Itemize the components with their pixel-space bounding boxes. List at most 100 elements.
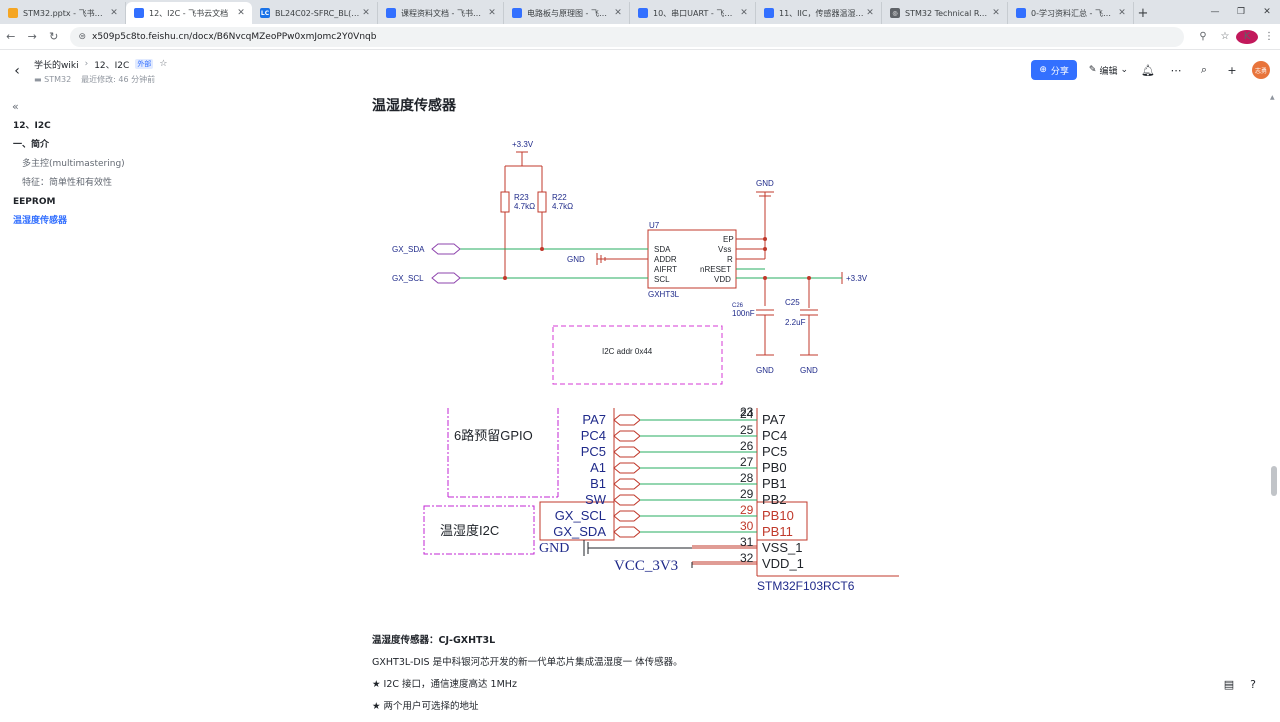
table-of-contents: « 12、I2C 一、简介多主控(multimastering) 特征：简单性和有效… <box>0 100 200 231</box>
tab-close-icon[interactable]: ✕ <box>614 8 622 18</box>
toc-item[interactable]: 一、简介 <box>13 140 50 150</box>
notification-bell-icon[interactable]: 🔔︎ <box>1141 63 1155 77</box>
scrollbar-thumb[interactable] <box>1271 466 1277 496</box>
u7-label: U7 <box>649 221 660 230</box>
pin-scl: SCL <box>654 275 670 284</box>
pin-aifrt: AIFRT <box>654 265 677 274</box>
tab-favicon-icon <box>638 8 648 18</box>
pin-number: 27 <box>740 455 754 469</box>
body-text: 温湿度传感器：CJ-GXHT3L GXHT3L-DIS 是中科银河芯开发的新一代… <box>372 634 932 722</box>
minimize-icon[interactable]: — <box>1210 7 1220 17</box>
browser-tab[interactable]: 12、I2C - 飞书云文档✕ <box>126 2 252 24</box>
i2c-box-label: 温湿度I2C <box>440 523 499 538</box>
help-icon[interactable]: ? <box>1250 678 1256 691</box>
breadcrumb-wiki[interactable]: 学长的wiki <box>34 60 79 71</box>
tab-close-icon[interactable]: ✕ <box>237 8 245 18</box>
folder-label[interactable]: ▬ STM32 <box>34 74 72 84</box>
favorite-star-icon[interactable]: ☆ <box>159 59 168 69</box>
tab-close-icon[interactable]: ✕ <box>992 8 1000 18</box>
browser-tab[interactable]: 0-学习资料汇总 - 飞书云文档✕ <box>1008 2 1134 24</box>
pin-vdd: VDD <box>714 275 731 284</box>
toc-item[interactable]: 温湿度传感器 <box>13 216 68 226</box>
browser-tab-bar: STM32.pptx - 飞书云文档✕12、I2C - 飞书云文档✕LCBL24… <box>0 0 1280 24</box>
c26-value: 100nF <box>732 309 755 318</box>
share-button[interactable]: ⊕ 分享 <box>1031 60 1077 80</box>
r23-label: R23 <box>514 193 529 202</box>
tab-close-icon[interactable]: ✕ <box>740 8 748 18</box>
toc-item[interactable]: EEPROM <box>13 197 56 207</box>
browser-tab[interactable]: 10、串口UART - 飞书云文档✕ <box>630 2 756 24</box>
search-icon[interactable]: ⌕ <box>1200 63 1208 76</box>
gnd-net-label: GND <box>539 541 569 556</box>
bullet-i2c-interface: ★ I2C 接口，通信速度高达 1MHz <box>372 679 517 690</box>
tab-close-icon[interactable]: ✕ <box>488 8 496 18</box>
pin-r: R <box>727 255 733 264</box>
c25-label: C25 <box>785 298 800 307</box>
tab-close-icon[interactable]: ✕ <box>1118 8 1126 18</box>
net-label: PC4 <box>581 428 606 443</box>
site-info-icon[interactable]: ⊜ <box>78 31 86 42</box>
close-window-icon[interactable]: ✕ <box>1263 7 1271 17</box>
tab-close-icon[interactable]: ✕ <box>362 8 370 18</box>
restore-icon[interactable]: ❐ <box>1236 7 1246 17</box>
zoom-search-icon[interactable]: ⚲ <box>1199 31 1207 42</box>
net-port-icon <box>613 526 641 538</box>
r22-value: 4.7kΩ <box>552 202 573 211</box>
edit-mode-button[interactable]: ✎ 编辑 ⌄ <box>1088 65 1128 77</box>
toc-item[interactable]: 特征：简单性和有效性 <box>22 178 113 188</box>
breadcrumb-doc-title[interactable]: 12、I2C <box>94 60 130 71</box>
collapse-toc-icon[interactable]: « <box>12 100 19 113</box>
back-icon[interactable]: ← <box>6 30 16 43</box>
doc-outline-icon[interactable]: ▤ <box>1223 678 1235 691</box>
mcu-pin-name: VDD_1 <box>762 556 804 571</box>
mcu-pin-name: PC4 <box>762 428 787 443</box>
gnd-top-label: GND <box>756 179 774 188</box>
browser-tab[interactable]: 11、IIC，传感器温湿度 - 飞书✕ <box>756 2 882 24</box>
external-badge: 外部 <box>135 59 154 69</box>
pin-number: 26 <box>740 439 754 453</box>
add-icon[interactable]: + <box>1227 63 1237 77</box>
mcu-pin-name: PB11 <box>762 524 793 539</box>
mcu-pin-name: PA7 <box>762 412 786 427</box>
net-port-icon <box>613 446 641 458</box>
forward-icon[interactable]: → <box>27 30 37 43</box>
gx-scl-label: GX_SCL <box>392 274 424 283</box>
browser-menu-icon[interactable]: ⋮ <box>1264 31 1274 42</box>
vcc-net-label: VCC_3V3 <box>614 558 678 574</box>
pin-ep: EP <box>723 235 734 244</box>
tab-favicon-icon <box>386 8 396 18</box>
browser-tab[interactable]: 课程资料文档 - 飞书云文档✕ <box>378 2 504 24</box>
tab-close-icon[interactable]: ✕ <box>110 8 118 18</box>
tab-title: 电路板与原理图 - 飞书云文档 <box>527 8 613 18</box>
tab-close-icon[interactable]: ✕ <box>866 8 874 18</box>
url-input[interactable]: ⊜ x509p5c8to.feishu.cn/docx/B6NvcqMZeoPP… <box>70 26 1184 47</box>
breadcrumb: 学长的wiki › 12、I2C 外部 ☆ ▬ STM32 最近修改: 46 分… <box>34 58 167 85</box>
toc-item[interactable]: 12、I2C <box>13 121 51 131</box>
browser-tab[interactable]: STM32.pptx - 飞书云文档✕ <box>0 2 126 24</box>
page-scrollbar[interactable]: ▲ <box>1270 92 1278 720</box>
pin-number: 24 <box>740 407 754 421</box>
browser-tab[interactable]: 电路板与原理图 - 飞书云文档✕ <box>504 2 630 24</box>
toc-item[interactable]: 多主控(multimastering) <box>22 159 125 169</box>
doc-back-icon[interactable]: ‹ <box>14 63 20 79</box>
net-port-icon <box>613 430 641 442</box>
profile-avatar[interactable]: K <box>1236 29 1258 44</box>
url-text: x509p5c8to.feishu.cn/docx/B6NvcqMZeoPPw0… <box>92 31 377 42</box>
user-avatar[interactable]: 志勇 <box>1252 61 1270 79</box>
section-heading: 温湿度传感器 <box>372 98 456 114</box>
scroll-up-icon[interactable]: ▲ <box>1270 94 1275 101</box>
net-label: SW <box>585 492 607 507</box>
tab-title: 0-学习资料汇总 - 飞书云文档 <box>1031 8 1117 18</box>
browser-tab[interactable]: ◎STM32 Technical Reference✕ <box>882 2 1008 24</box>
new-tab-button[interactable]: + <box>1137 5 1149 21</box>
reload-icon[interactable]: ↻ <box>49 30 59 43</box>
tab-favicon-icon <box>134 8 144 18</box>
pin-number: 30 <box>740 519 754 533</box>
net-port-icon <box>613 462 641 474</box>
pin-number: 25 <box>740 423 754 437</box>
bookmark-star-icon[interactable]: ☆ <box>1220 31 1230 42</box>
more-options-icon[interactable]: ⋯ <box>1170 63 1182 77</box>
bullet-addresses: ★ 两个用户可选择的地址 <box>372 701 479 712</box>
